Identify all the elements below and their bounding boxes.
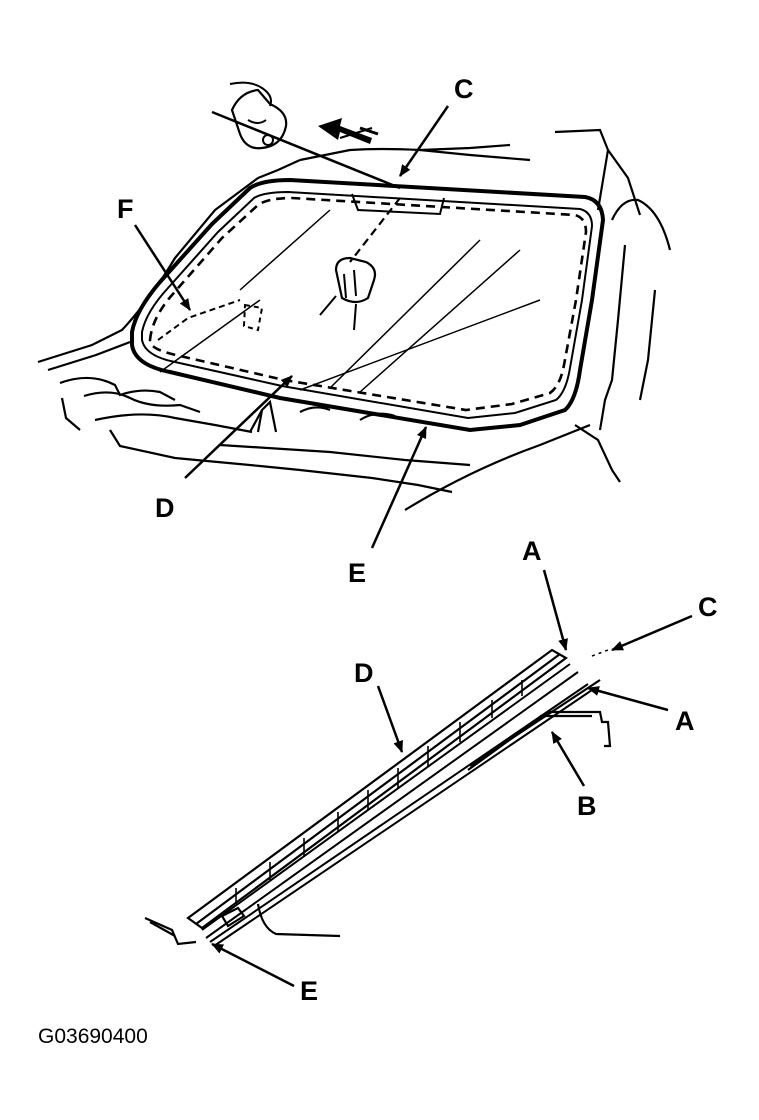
windshield-outline [130, 177, 606, 433]
pull-direction-arrow [318, 118, 372, 144]
molding-strip [201, 663, 593, 947]
label-c-top: C [454, 74, 474, 104]
dam-ribs [235, 680, 523, 904]
c-tip-dashes [591, 649, 609, 657]
f-dashed-detail [157, 299, 241, 341]
section-view-leaders [211, 569, 693, 988]
lower-hand-icon [319, 256, 377, 331]
label-e-top: E [348, 558, 366, 588]
label-d-section: D [354, 658, 374, 688]
adhesive-bead-dashed [148, 196, 588, 412]
e-fastener [220, 906, 246, 928]
label-a-upper: A [522, 536, 542, 566]
glass-reflection-lines [159, 209, 541, 393]
section-view-illustration [144, 648, 612, 947]
label-e-section: E [300, 976, 318, 1006]
label-d-top: D [155, 493, 175, 523]
figure-code: G03690400 [38, 1025, 148, 1048]
label-f: F [117, 194, 134, 224]
body-flange [144, 679, 612, 946]
cutting-wire [211, 110, 401, 190]
glass-pane [186, 648, 569, 930]
upper-hand-icon [229, 81, 288, 150]
label-c-section: C [698, 592, 718, 622]
label-b: B [577, 791, 597, 821]
f-dashed-part [242, 303, 264, 332]
cut-wire-path [349, 197, 401, 263]
label-a-lower: A [675, 706, 695, 736]
top-view-illustration [37, 81, 672, 511]
top-view-leaders [133, 105, 450, 549]
